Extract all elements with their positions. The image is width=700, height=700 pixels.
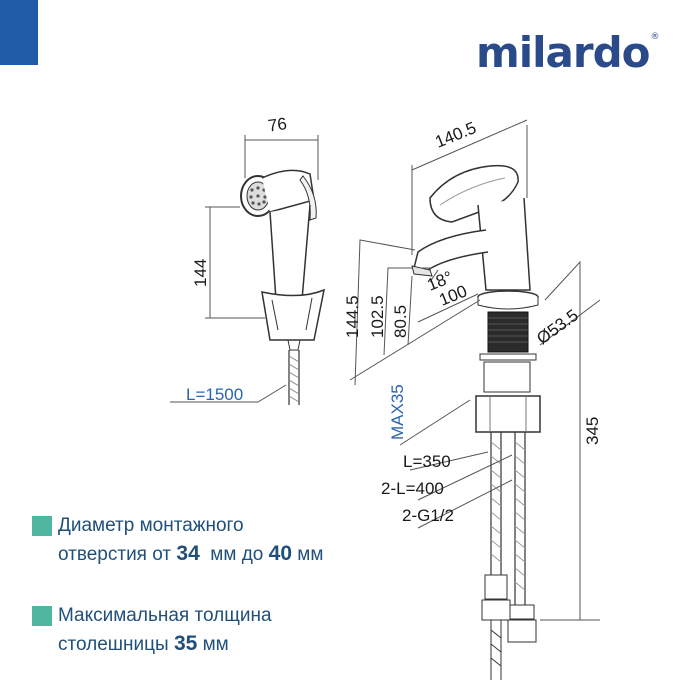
basin-mixer (411, 164, 541, 433)
mixer-outlet-height-label: 80.5 (391, 305, 410, 338)
mixer-spout-height-label: 102.5 (368, 295, 387, 338)
note-2-line-1: Максимальная толщина (58, 605, 272, 626)
shower-dimension-lines (170, 135, 319, 403)
shower-height-label: 144 (191, 259, 210, 287)
shower-width-label: 76 (267, 114, 288, 135)
brand-corner-block (0, 0, 38, 65)
hand-shower (240, 169, 326, 351)
note-1-line-2: отверстия от 34 мм до 40 мм (58, 542, 324, 565)
mixer-total-height-label: 144.5 (343, 295, 362, 338)
note-1-line-1: Диаметр монтажного (58, 515, 244, 536)
hose-l350-label: L=350 (403, 452, 451, 471)
connection-thread-label: 2-G1/2 (402, 506, 454, 525)
shower-hose (288, 350, 300, 405)
mixer-dimension-lines (349, 119, 601, 621)
note-square-icon (32, 606, 52, 626)
brand-logo: milardo® (476, 28, 660, 77)
mixer-reach-label: 140.5 (432, 118, 479, 152)
hose-length-label: 345 (583, 417, 602, 445)
hose-l400-label: 2-L=400 (381, 479, 444, 498)
braided-hoses (481, 432, 537, 680)
collar-diameter-label: Ø53.5 (533, 306, 582, 349)
note-square-icon (32, 516, 52, 536)
shower-hose-length-label: L=1500 (186, 385, 243, 404)
note-2-line-2: столешницы 35 мм (58, 632, 229, 655)
max-thickness-label: MAX35 (388, 384, 407, 440)
